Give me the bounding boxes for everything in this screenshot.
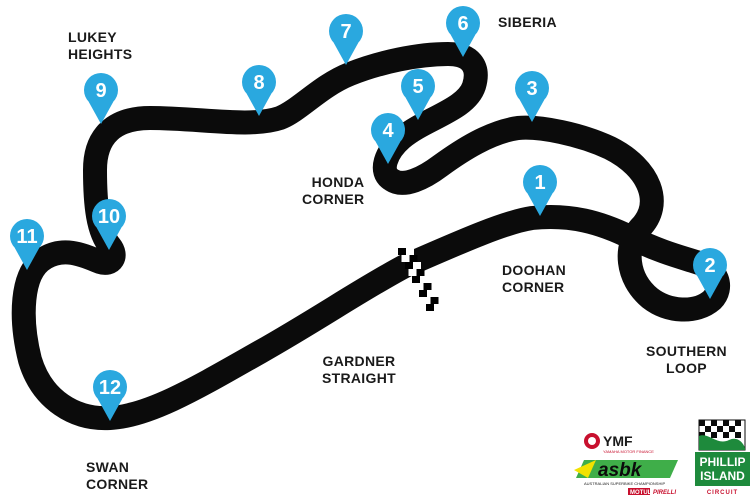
yamaha-tuning-fork-icon [584,433,600,449]
corner-marker-12: 12 [93,370,127,421]
marker-number: 10 [98,206,120,228]
marker-circle [693,248,727,282]
marker-number: 8 [253,72,264,94]
marker-number: 3 [526,78,537,100]
marker-circle [371,113,405,147]
corner-marker-6: 6 [446,6,480,57]
finish-square [409,255,418,262]
marker-pin [519,99,545,122]
chequered-flag-icon [698,419,746,451]
corner-marker-1: 1 [523,165,557,216]
marker-number: 4 [382,120,394,142]
finish-square [427,290,435,297]
circuit-text: CIRCUIT [707,490,738,496]
marker-pin [333,42,359,65]
finish-square [416,269,425,276]
finish-square [420,276,428,283]
marker-circle [523,165,557,199]
finish-square [406,248,414,255]
finish-line-flag [398,248,442,311]
ymf-text: YMF [603,433,633,449]
marker-number: 12 [99,377,121,399]
marker-pin [96,227,122,250]
marker-number: 7 [340,21,351,43]
marker-pin [246,93,272,116]
marker-pin [97,398,123,421]
finish-square [412,276,420,283]
finish-square [434,304,442,311]
marker-circle [242,65,276,99]
marker-circle [401,69,435,103]
marker-circle [93,370,127,404]
track-outline [11,42,730,431]
marker-circle [446,6,480,40]
marker-number: 2 [704,255,715,277]
marker-pin [450,34,476,57]
label-gardner-straight: GARDNER STRAIGHT [322,353,396,386]
phillip-island-logo: PHILLIP ISLAND CIRCUIT [695,418,750,498]
asbk-logo: YMF YAMAHA MOTOR FINANCE asbk AUSTRALIAN… [570,430,690,496]
finish-square [408,269,417,276]
corner-marker-7: 7 [329,14,363,65]
marker-pin [88,101,114,124]
finish-square [430,297,439,304]
corner-marker-2: 2 [693,248,727,299]
marker-number: 1 [534,172,545,194]
marker-circle [329,14,363,48]
marker-number: 6 [457,13,468,35]
finish-square [413,262,421,269]
corner-marker-10: 10 [92,199,126,250]
corner-marker-9: 9 [84,73,118,124]
label-honda-corner: HONDA CORNER [302,174,365,207]
marker-pin [14,247,40,270]
island-text: ISLAND [700,469,745,483]
finish-square [426,304,434,311]
pirelli-text: PIRELLI [653,490,676,496]
marker-circle [92,199,126,233]
phillip-text: PHILLIP [699,455,745,469]
marker-number: 9 [95,80,106,102]
finish-square [398,248,406,255]
asbk-text: asbk [598,460,643,481]
marker-pin [405,97,431,120]
label-siberia: SIBERIA [498,14,557,30]
marker-number: 5 [412,76,423,98]
asbk-subtext: AUSTRALIAN SUPERBIKE CHAMPIONSHIP [584,481,665,486]
marker-number: 11 [16,226,37,248]
ymf-subtext: YAMAHA MOTOR FINANCE [603,449,654,454]
label-doohan-corner: DOOHAN CORNER [502,262,567,295]
marker-pin [375,141,401,164]
label-southern-loop: SOUTHERN LOOP [646,343,727,376]
corner-marker-11: 11 [10,219,44,270]
corner-marker-4: 4 [371,113,405,164]
motul-text: MOTUL [630,490,652,496]
finish-square [423,283,432,290]
marker-circle [10,219,44,253]
finish-square [419,290,427,297]
label-lukey-heights: LUKEY HEIGHTS [68,29,133,62]
corner-marker-8: 8 [242,65,276,116]
finish-square [401,255,410,262]
marker-pin [527,193,553,216]
finish-square [422,297,431,304]
marker-circle [515,71,549,105]
marker-circle [84,73,118,107]
corner-marker-5: 5 [401,69,435,120]
finish-square [405,262,413,269]
marker-pin [697,276,723,299]
corner-marker-3: 3 [515,71,549,122]
label-swan-corner: SWAN CORNER [86,459,149,492]
finish-square [415,283,424,290]
